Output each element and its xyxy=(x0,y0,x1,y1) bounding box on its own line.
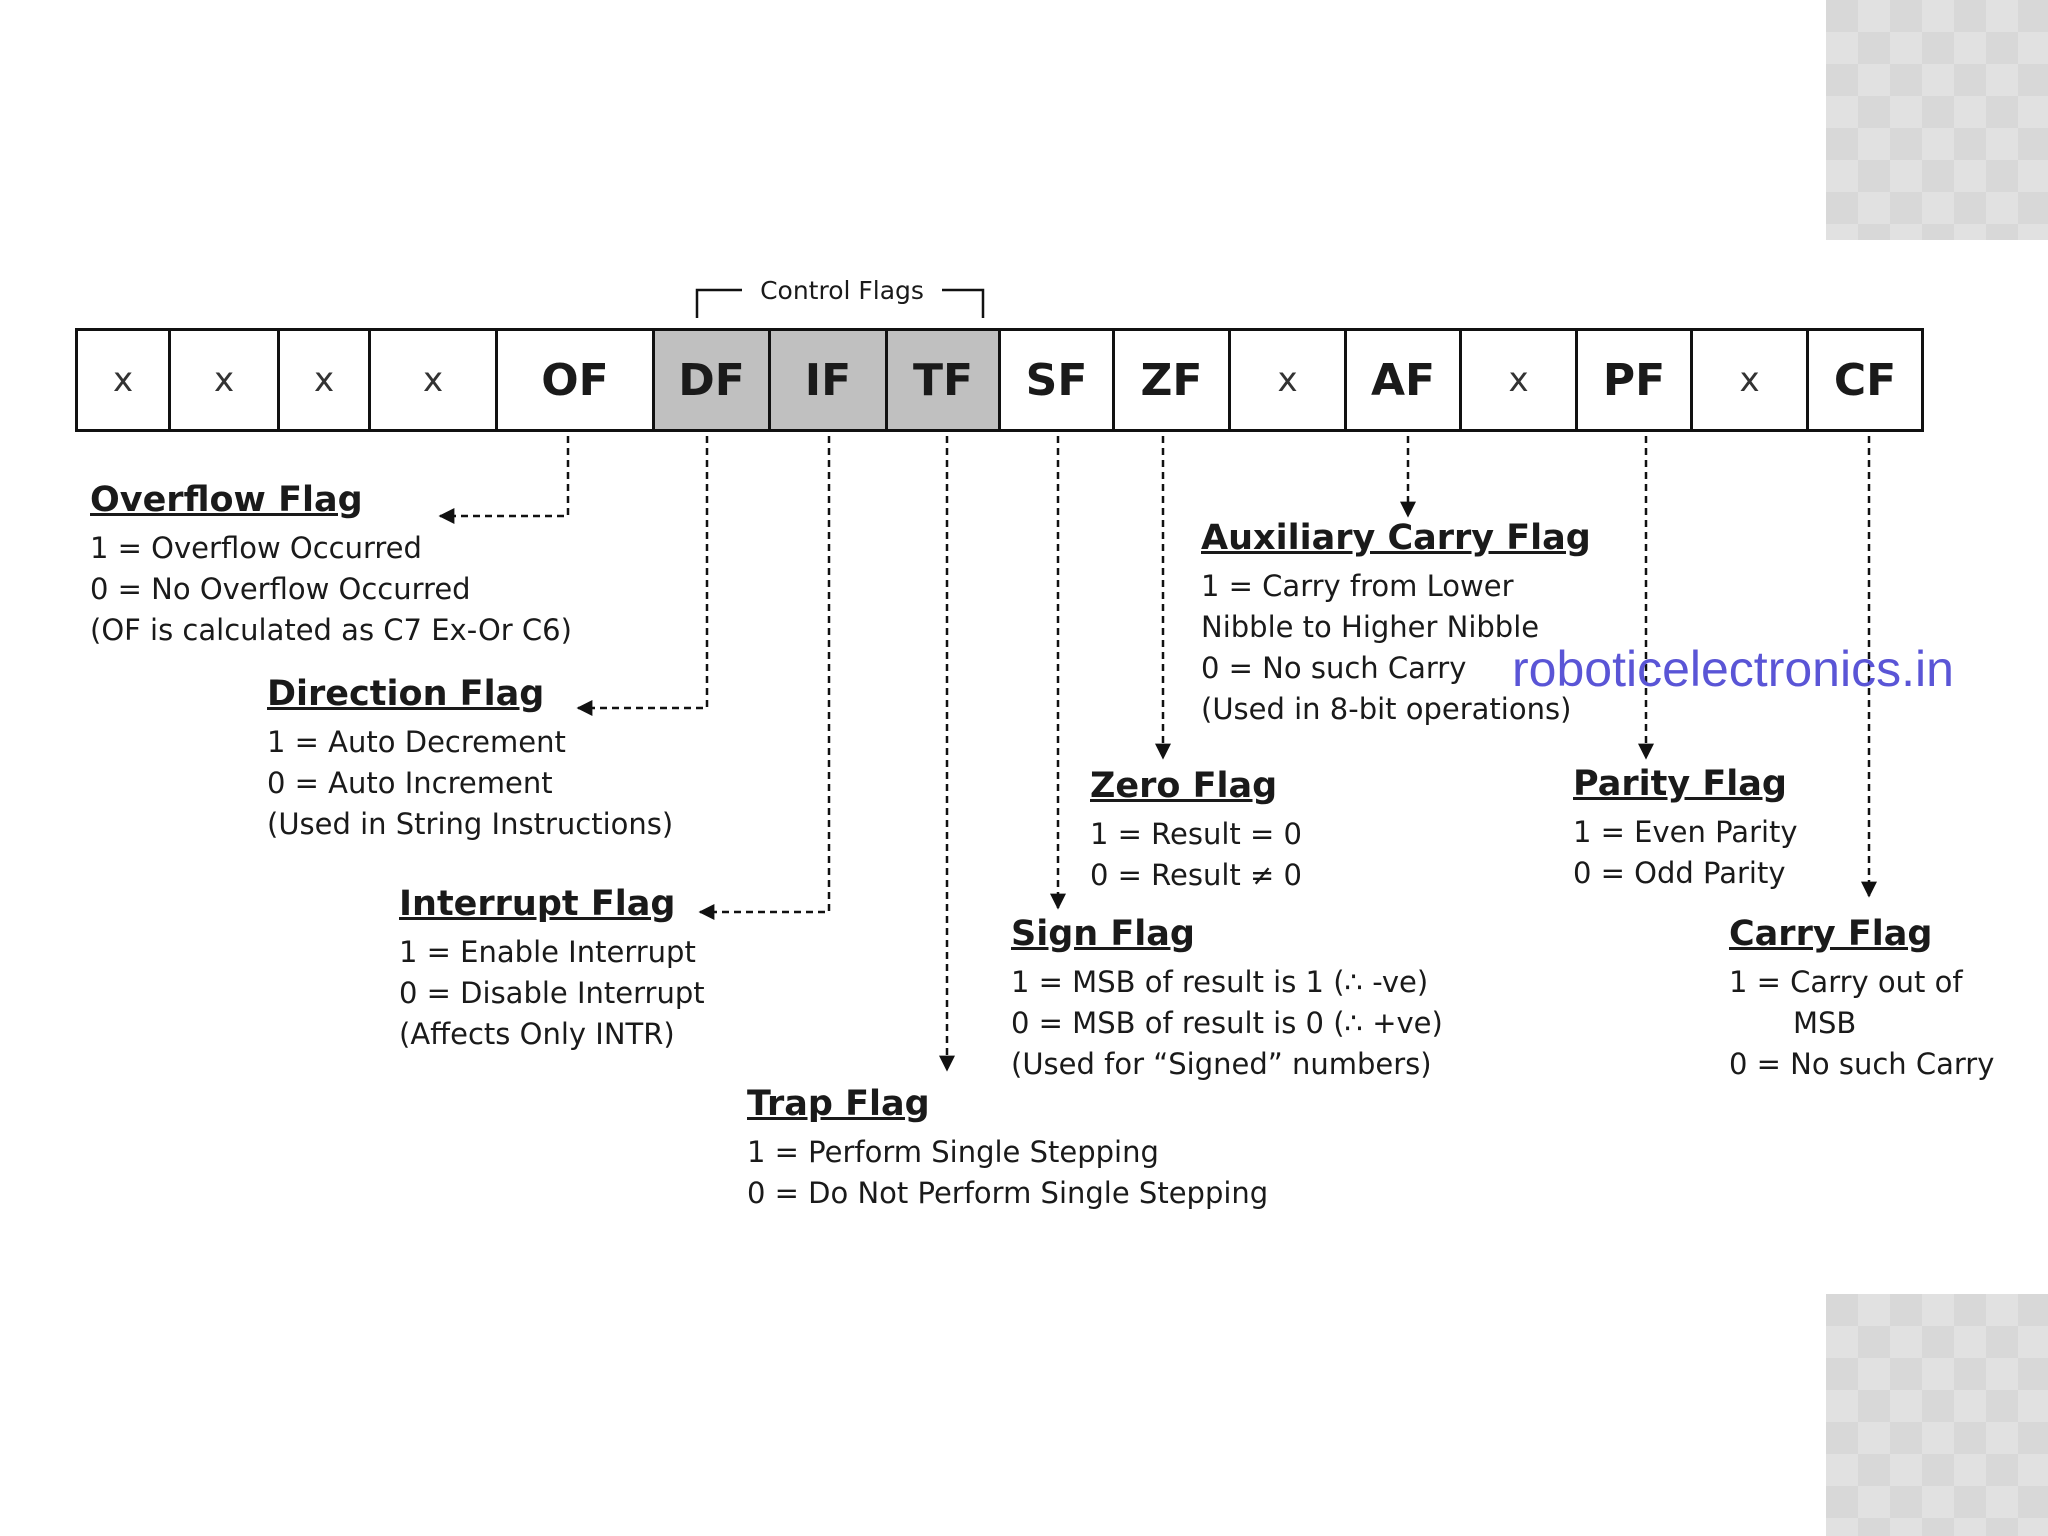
bit-pf: PF xyxy=(1575,328,1693,432)
interrupt-flag-line-3: (Affects Only INTR) xyxy=(399,1017,675,1051)
bit-3-unused: x xyxy=(1459,328,1578,432)
bit-cf: CF xyxy=(1806,328,1924,432)
auxiliary-carry-flag-line-2: Nibble to Higher Nibble xyxy=(1201,610,1540,644)
bit-df: DF xyxy=(652,328,771,432)
overflow-flag-line-2: 0 = No Overflow Occurred xyxy=(90,572,471,606)
bit-15-unused: x xyxy=(75,328,171,432)
auxiliary-carry-flag-description: Auxiliary Carry Flag 1 = Carry from Lowe… xyxy=(1201,518,1591,730)
direction-flag-description: Direction Flag 1 = Auto Decrement 0 = Au… xyxy=(267,674,673,845)
trap-flag-description: Trap Flag 1 = Perform Single Stepping 0 … xyxy=(747,1084,1268,1214)
sign-flag-title: Sign Flag xyxy=(1011,914,1195,954)
direction-flag-line-2: 0 = Auto Increment xyxy=(267,766,553,800)
overflow-flag-line-1: 1 = Overflow Occurred xyxy=(90,531,422,565)
zero-flag-line-1: 1 = Result = 0 xyxy=(1090,817,1302,851)
parity-flag-line-2: 0 = Odd Parity xyxy=(1573,856,1786,890)
decorative-pattern-top xyxy=(1826,0,2048,240)
bit-13-unused: x xyxy=(277,328,371,432)
watermark-text: roboticelectronics.in xyxy=(1512,641,1954,697)
df-connector xyxy=(576,436,709,716)
sign-flag-line-3: (Used for “Signed” numbers) xyxy=(1011,1047,1432,1081)
sign-flag-line-2: 0 = MSB of result is 0 (∴ +ve) xyxy=(1011,1006,1443,1040)
carry-flag-line-2: MSB xyxy=(1793,1006,1857,1040)
bit-12-unused: x xyxy=(368,328,498,432)
bit-af: AF xyxy=(1344,328,1462,432)
decorative-pattern-bottom xyxy=(1826,1294,2048,1536)
overflow-flag-title: Overflow Flag xyxy=(90,480,363,520)
bit-tf: TF xyxy=(885,328,1001,432)
direction-flag-title: Direction Flag xyxy=(267,674,545,714)
bit-zf: ZF xyxy=(1112,328,1231,432)
interrupt-flag-title: Interrupt Flag xyxy=(399,884,676,924)
interrupt-flag-line-1: 1 = Enable Interrupt xyxy=(399,935,696,969)
carry-flag-line-1: 1 = Carry out of xyxy=(1729,965,1963,999)
control-flags-label: Control Flags xyxy=(742,276,942,305)
trap-flag-line-1: 1 = Perform Single Stepping xyxy=(747,1135,1159,1169)
of-connector xyxy=(438,436,570,524)
trap-flag-title: Trap Flag xyxy=(747,1084,930,1124)
carry-flag-line-3: 0 = No such Carry xyxy=(1729,1047,1995,1081)
sign-flag-line-1: 1 = MSB of result is 1 (∴ -ve) xyxy=(1011,965,1429,999)
auxiliary-carry-flag-line-3: 0 = No such Carry xyxy=(1201,651,1467,685)
carry-flag-title: Carry Flag xyxy=(1729,914,1933,954)
overflow-flag-line-3: (OF is calculated as C7 Ex-Or C6) xyxy=(90,613,572,647)
bit-14-unused: x xyxy=(168,328,280,432)
trap-flag-line-2: 0 = Do Not Perform Single Stepping xyxy=(747,1176,1269,1210)
bit-of: OF xyxy=(495,328,655,432)
bit-5-unused: x xyxy=(1228,328,1347,432)
zero-flag-line-2: 0 = Result ≠ 0 xyxy=(1090,858,1302,892)
bit-if: IF xyxy=(768,328,888,432)
parity-flag-title: Parity Flag xyxy=(1573,764,1787,804)
parity-flag-line-1: 1 = Even Parity xyxy=(1573,815,1798,849)
direction-flag-line-1: 1 = Auto Decrement xyxy=(267,725,566,759)
bit-sf: SF xyxy=(998,328,1115,432)
direction-flag-line-3: (Used in String Instructions) xyxy=(267,807,674,841)
auxiliary-carry-flag-title: Auxiliary Carry Flag xyxy=(1201,518,1591,558)
bit-1-unused: x xyxy=(1690,328,1809,432)
zero-flag-title: Zero Flag xyxy=(1090,766,1278,806)
sign-flag-description: Sign Flag 1 = MSB of result is 1 (∴ -ve)… xyxy=(1011,914,1443,1085)
if-connector xyxy=(698,436,831,920)
auxiliary-carry-flag-line-4: (Used in 8-bit operations) xyxy=(1201,692,1572,726)
control-flags-bracket xyxy=(695,288,985,318)
auxiliary-carry-flag-line-1: 1 = Carry from Lower xyxy=(1201,569,1514,603)
interrupt-flag-line-2: 0 = Disable Interrupt xyxy=(399,976,705,1010)
carry-flag-description: Carry Flag 1 = Carry out of MSB 0 = No s… xyxy=(1729,914,1994,1085)
zero-flag-description: Zero Flag 1 = Result = 0 0 = Result ≠ 0 xyxy=(1090,766,1302,896)
interrupt-flag-description: Interrupt Flag 1 = Enable Interrupt 0 = … xyxy=(399,884,705,1055)
overflow-flag-description: Overflow Flag 1 = Overflow Occurred 0 = … xyxy=(90,480,572,651)
parity-flag-description: Parity Flag 1 = Even Parity 0 = Odd Pari… xyxy=(1573,764,1798,894)
